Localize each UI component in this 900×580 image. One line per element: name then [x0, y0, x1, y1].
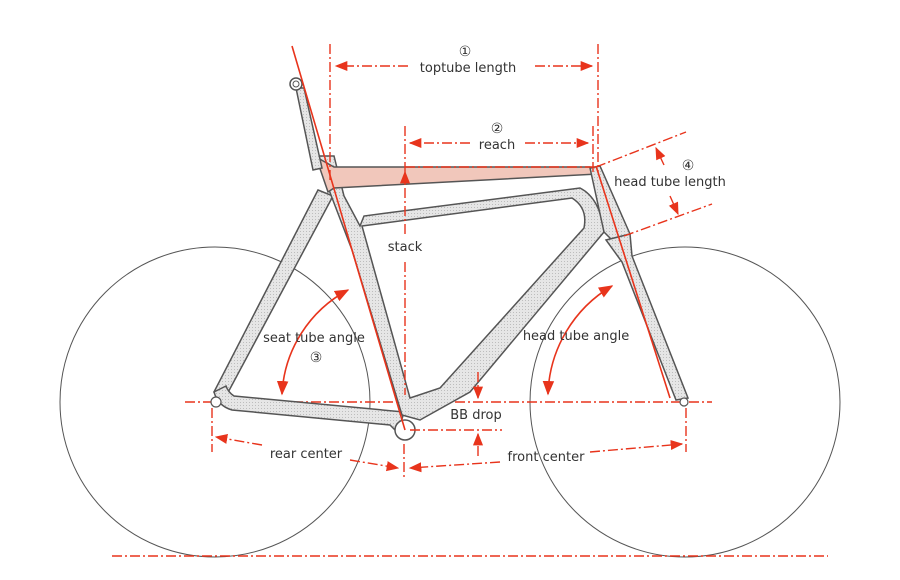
seat-stay — [213, 189, 335, 402]
front-dropout — [679, 397, 689, 407]
head-tube-angle-label: head tube angle — [523, 329, 629, 344]
marker-four: ④ — [682, 158, 695, 174]
front-center-label: front center — [508, 450, 586, 465]
rear-dropout — [210, 396, 222, 408]
reach-label: reach — [479, 138, 515, 153]
seat-tube-angle-label: seat tube angle — [263, 331, 365, 346]
top-tube — [314, 155, 600, 194]
seat-post — [295, 87, 323, 171]
rear-center-arrow-left — [214, 433, 263, 446]
rear-center-label: rear center — [270, 447, 343, 462]
head-tube-angle-arc — [542, 285, 614, 396]
seat-tube-axis — [291, 45, 406, 431]
front-center-arrow-right — [589, 439, 684, 453]
fork — [604, 233, 690, 401]
head-tube-length-arrow-down — [668, 195, 679, 216]
main-triangle-cutout — [361, 197, 586, 399]
marker-two: ② — [491, 121, 504, 137]
seat-tube-angle-arc — [276, 289, 350, 396]
front-center-arrow-left — [408, 461, 501, 473]
rear-center-arrow-right — [349, 459, 400, 472]
marker-one: ① — [459, 44, 472, 60]
head-tube-length-arrow-up — [655, 146, 666, 166]
head-tube-axis — [595, 165, 671, 399]
bb-drop-label: BB drop — [450, 408, 502, 423]
stack-label: stack — [388, 240, 423, 255]
toptube-length-label: toptube length — [420, 61, 516, 76]
chain-stay — [213, 384, 405, 435]
marker-three: ③ — [310, 350, 323, 366]
head-tube-length-label: head tube length — [614, 175, 726, 190]
